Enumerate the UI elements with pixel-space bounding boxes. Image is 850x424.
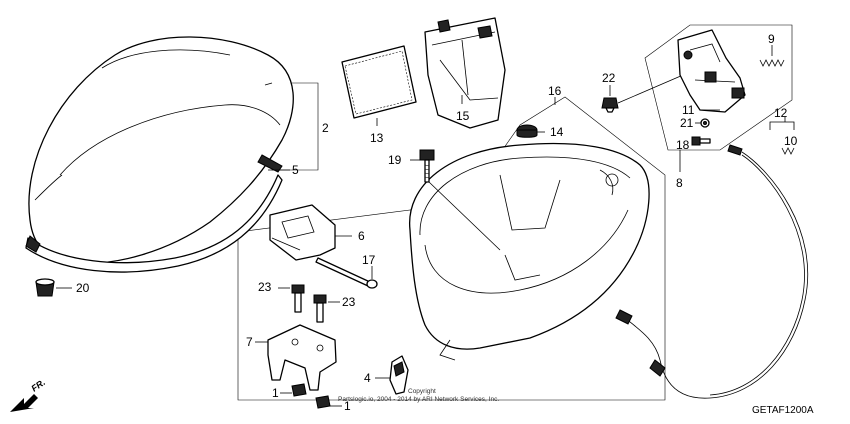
nut-1b-part[interactable] bbox=[315, 395, 331, 409]
callout-12: 12 bbox=[774, 106, 788, 120]
washer-21-part[interactable] bbox=[700, 118, 710, 128]
callout-1-right: 1 bbox=[344, 399, 351, 413]
cable-part[interactable] bbox=[615, 144, 809, 399]
frame-seat-group bbox=[272, 82, 319, 171]
callout-16: 16 bbox=[548, 84, 562, 98]
cap-part[interactable] bbox=[516, 124, 538, 138]
front-direction-arrow: FR. bbox=[10, 377, 47, 412]
bracket-6-part[interactable] bbox=[269, 204, 336, 261]
callout-18: 18 bbox=[676, 138, 690, 152]
clip-4-part[interactable] bbox=[389, 355, 409, 395]
sheet-part[interactable] bbox=[341, 45, 417, 119]
spring-part[interactable] bbox=[759, 59, 785, 67]
callout-19: 19 bbox=[388, 153, 402, 167]
seat-part[interactable] bbox=[25, 36, 294, 273]
callout-14: 14 bbox=[550, 125, 564, 139]
callout-labels: 2 5 13 15 16 14 19 22 9 11 21 18 12 10 8… bbox=[76, 32, 798, 413]
cover-part[interactable] bbox=[424, 17, 506, 129]
callout-23-right: 23 bbox=[342, 295, 356, 309]
callout-5: 5 bbox=[292, 163, 299, 177]
screw-22-part[interactable] bbox=[601, 97, 619, 113]
callout-2: 2 bbox=[322, 121, 329, 135]
callout-15: 15 bbox=[456, 109, 470, 123]
copyright-line-2: Partslogic.io, 2004 - 2014 by ARI Networ… bbox=[338, 396, 499, 403]
callout-20: 20 bbox=[76, 281, 90, 295]
copyright-line-1: Copyright bbox=[408, 388, 436, 395]
luggage-box-part[interactable] bbox=[409, 142, 650, 361]
bolt-17-part[interactable] bbox=[315, 257, 378, 289]
diagram-code: GETAF1200A bbox=[752, 405, 814, 416]
callout-1-left: 1 bbox=[272, 386, 279, 400]
screw-18-part[interactable] bbox=[691, 136, 711, 146]
lock-part[interactable] bbox=[677, 29, 746, 113]
frame-lock-group bbox=[644, 24, 793, 151]
nut-1a-part[interactable] bbox=[291, 383, 307, 397]
callout-6: 6 bbox=[358, 229, 365, 243]
callout-4: 4 bbox=[364, 371, 371, 385]
callout-9: 9 bbox=[768, 32, 775, 46]
direction-label: FR. bbox=[29, 377, 47, 394]
callout-11: 11 bbox=[682, 103, 695, 117]
bolt-23a-part[interactable] bbox=[291, 284, 305, 313]
callout-23-left: 23 bbox=[258, 280, 272, 294]
bolt-23b-part[interactable] bbox=[313, 294, 327, 323]
callout-8: 8 bbox=[676, 176, 683, 190]
callout-22: 22 bbox=[602, 71, 616, 85]
grommet-20-part[interactable] bbox=[35, 278, 55, 297]
bracket-7-part[interactable] bbox=[267, 324, 337, 391]
callout-17: 17 bbox=[362, 253, 376, 267]
callout-7: 7 bbox=[246, 335, 253, 349]
callout-13: 13 bbox=[370, 131, 384, 145]
callout-21: 21 bbox=[680, 116, 694, 130]
callout-10: 10 bbox=[784, 134, 798, 148]
